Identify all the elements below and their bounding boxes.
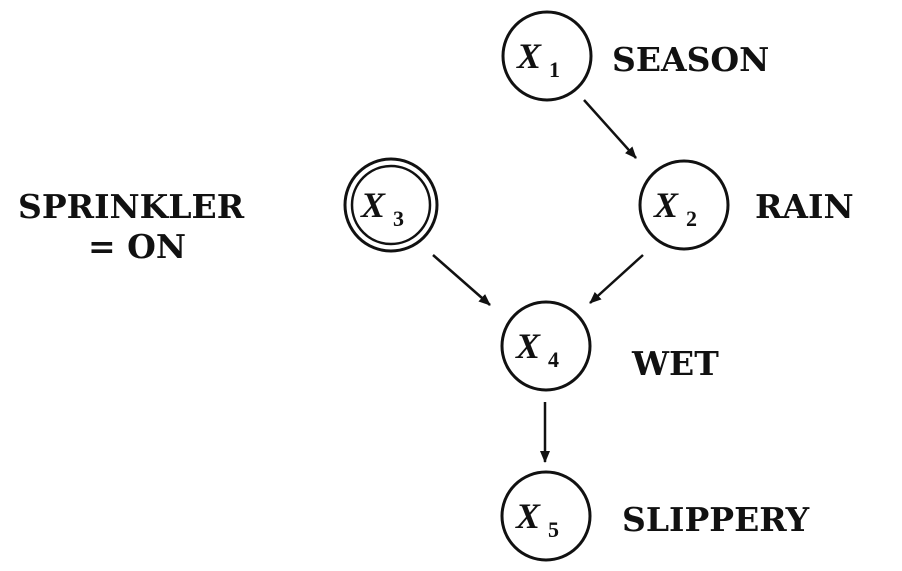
node-x2-label: RAIN <box>755 187 854 226</box>
node-x4-sub: 4 <box>548 347 559 372</box>
node-x5-label: SLIPPERY <box>622 500 810 539</box>
node-x2-var: X <box>653 185 679 225</box>
node-x4-var: X <box>515 326 541 366</box>
node-x3-sub: 3 <box>393 206 404 231</box>
edge-x1-x2 <box>583 99 637 159</box>
edge-x3-x4 <box>432 254 491 306</box>
node-x2-sub: 2 <box>686 206 697 231</box>
node-x4: X 4 WET <box>500 300 719 392</box>
node-x3: X 3 SPRINKLER = ON <box>18 157 439 266</box>
node-x5-var: X <box>515 496 541 536</box>
node-x1-sub: 1 <box>549 57 560 82</box>
node-x1: X 1 SEASON <box>501 10 769 102</box>
edge-x2-x4 <box>589 254 644 304</box>
node-x2: X 2 RAIN <box>638 159 854 251</box>
node-x3-value: = ON <box>88 227 186 266</box>
node-x4-label: WET <box>631 344 719 383</box>
node-x1-label: SEASON <box>612 40 769 79</box>
node-x5: X 5 SLIPPERY <box>500 470 810 562</box>
node-x5-sub: 5 <box>548 517 559 542</box>
node-x3-label: SPRINKLER <box>18 187 245 226</box>
node-x1-var: X <box>516 36 542 76</box>
node-x3-var: X <box>360 185 386 225</box>
